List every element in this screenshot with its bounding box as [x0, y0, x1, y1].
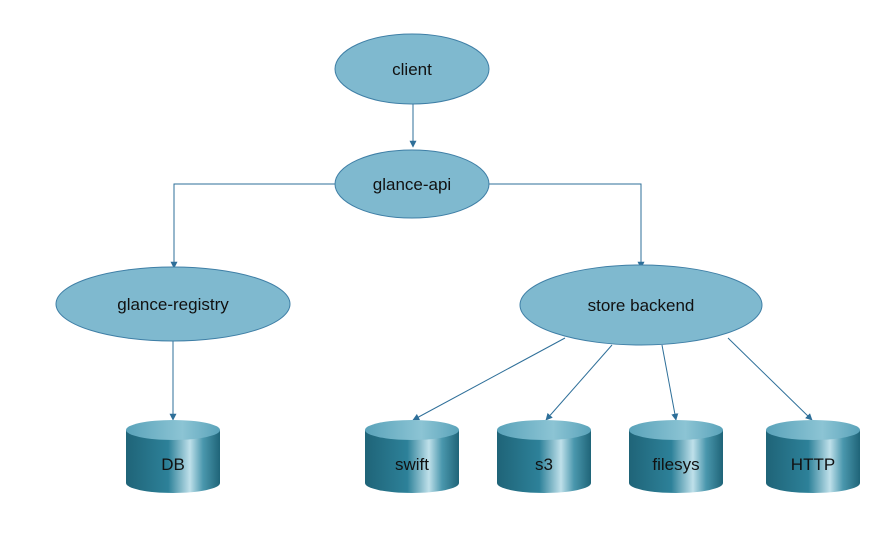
store-s3: s3: [497, 420, 591, 493]
store-http-label: HTTP: [791, 455, 835, 474]
edge-store-backend-to-swift: [412, 337, 566, 421]
node-store-backend: store backend: [519, 264, 763, 346]
store-db: DB: [126, 420, 220, 493]
store-s3-label: s3: [535, 455, 553, 474]
node-glance-api-label: glance-api: [373, 175, 451, 194]
store-swift-label: swift: [395, 455, 429, 474]
node-client: client: [334, 33, 490, 105]
node-client-label: client: [392, 60, 432, 79]
edge-glance-api-to-store-backend: [489, 183, 645, 269]
store-http: HTTP: [766, 420, 860, 493]
store-filesys-label: filesys: [652, 455, 699, 474]
store-swift: swift: [365, 420, 459, 493]
node-glance-api: glance-api: [334, 149, 490, 219]
node-glance-registry-label: glance-registry: [117, 295, 229, 314]
node-glance-registry: glance-registry: [55, 266, 291, 342]
edge-store-backend-to-filesys: [661, 344, 679, 421]
node-store-backend-label: store backend: [588, 296, 695, 315]
edge-glance-api-to-glance-registry: [170, 183, 336, 269]
edge-store-backend-to-http: [727, 337, 813, 421]
edges: [169, 104, 813, 421]
store-db-label: DB: [161, 455, 185, 474]
store-filesys: filesys: [629, 420, 723, 493]
edge-store-backend-to-s3: [545, 344, 613, 421]
